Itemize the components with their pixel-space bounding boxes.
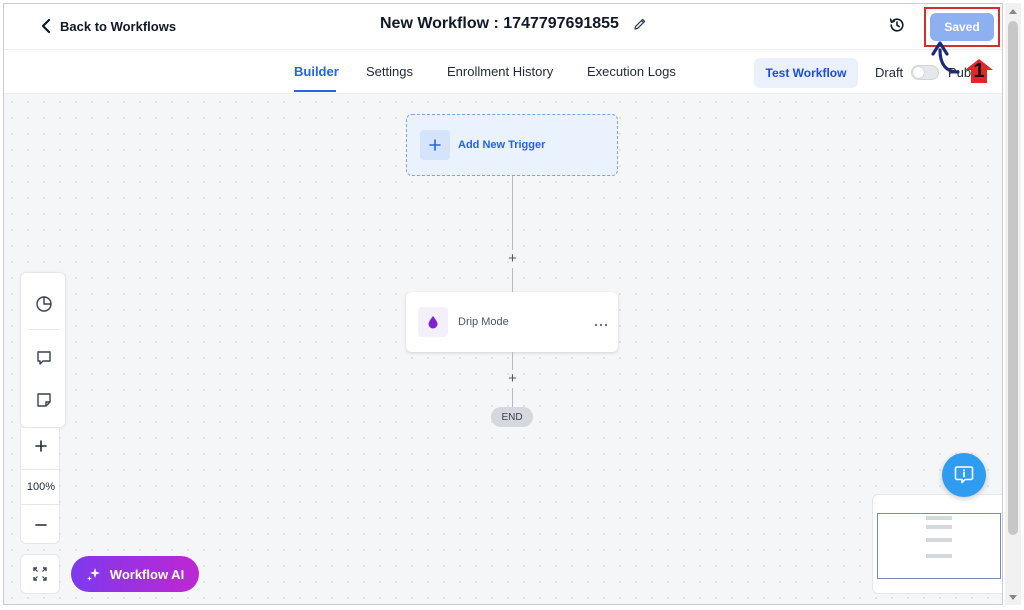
sticky-note-icon[interactable] — [21, 377, 67, 423]
plus-icon — [35, 440, 47, 452]
connector-line — [512, 352, 513, 370]
canvas-minimap[interactable] — [872, 494, 1002, 594]
zoom-controls: 100% — [20, 428, 61, 544]
minimap-node — [926, 516, 952, 520]
annotation-step-badge: 1 — [964, 58, 994, 84]
annotation-step-number: 1 — [973, 59, 985, 82]
annotation-arrow — [931, 41, 960, 74]
minimap-node — [926, 538, 952, 542]
workflow-canvas[interactable]: Add New Trigger + Drip Mode + END — [4, 94, 1002, 604]
workflow-title: New Workflow : 1747797691855 — [380, 15, 647, 33]
add-step-button[interactable]: + — [508, 250, 517, 267]
chevron-left-icon — [41, 18, 51, 34]
back-label: Back to Workflows — [60, 18, 177, 34]
tab-enrollment-history[interactable]: Enrollment History — [447, 64, 554, 79]
canvas-tools-panel — [20, 272, 66, 428]
expand-icon — [33, 567, 47, 581]
clock-history-icon[interactable] — [888, 16, 906, 39]
test-workflow-button[interactable]: Test Workflow — [754, 58, 858, 88]
minimap-viewport[interactable] — [877, 513, 1001, 579]
drip-mode-node[interactable]: Drip Mode — [406, 292, 618, 352]
pie-chart-icon[interactable] — [21, 281, 67, 327]
divider — [29, 329, 59, 330]
connector-line — [512, 176, 513, 250]
active-tab-indicator — [294, 90, 336, 92]
scroll-down-arrow[interactable] — [1009, 595, 1017, 600]
droplet-icon — [418, 307, 448, 337]
tab-execution-logs[interactable]: Execution Logs — [587, 64, 676, 79]
connector-line — [512, 268, 513, 292]
publish-label: Pub — [948, 65, 972, 80]
end-node: END — [491, 407, 533, 427]
workflow-ai-button[interactable]: Workflow AI — [71, 556, 199, 592]
toggle-knob — [913, 67, 924, 78]
tab-bar: Builder Settings Enrollment History Exec… — [4, 50, 1002, 94]
draft-label: Draft — [875, 65, 904, 80]
publish-toggle[interactable] — [911, 65, 939, 80]
help-chat-button[interactable] — [942, 453, 986, 497]
pencil-icon[interactable] — [633, 17, 647, 31]
drip-mode-label: Drip Mode — [458, 316, 509, 328]
add-step-button[interactable]: + — [508, 370, 517, 387]
app-window: Back to Workflows New Workflow : 1747797… — [3, 3, 1003, 605]
more-horizontal-icon[interactable] — [594, 314, 608, 332]
workflow-title-text: New Workflow : 1747797691855 — [380, 15, 619, 32]
scroll-thumb[interactable] — [1008, 21, 1018, 535]
fit-view-button[interactable] — [20, 554, 60, 594]
zoom-in-button[interactable] — [21, 428, 61, 464]
top-header: Back to Workflows New Workflow : 1747797… — [4, 4, 1002, 50]
zoom-level: 100% — [21, 469, 61, 505]
back-to-workflows-link[interactable]: Back to Workflows — [40, 18, 176, 34]
workflow-ai-label: Workflow AI — [109, 566, 185, 582]
connector-line — [512, 388, 513, 407]
minimap-node — [926, 554, 952, 558]
vertical-scrollbar[interactable] — [1005, 3, 1021, 605]
tab-settings[interactable]: Settings — [366, 64, 413, 79]
tab-builder[interactable]: Builder — [294, 64, 339, 79]
zoom-out-button[interactable] — [21, 505, 61, 544]
comment-icon[interactable] — [21, 335, 67, 381]
chat-info-icon — [954, 466, 974, 484]
add-trigger-node[interactable]: Add New Trigger — [406, 114, 618, 176]
plus-icon — [420, 130, 450, 160]
add-trigger-label: Add New Trigger — [458, 139, 546, 151]
annotation-highlight-box: Saved — [924, 7, 1000, 47]
scroll-up-arrow[interactable] — [1009, 9, 1017, 14]
saved-button[interactable]: Saved — [930, 13, 994, 41]
minus-icon — [35, 523, 47, 526]
sparkles-icon — [86, 568, 100, 581]
minimap-node — [926, 525, 952, 529]
